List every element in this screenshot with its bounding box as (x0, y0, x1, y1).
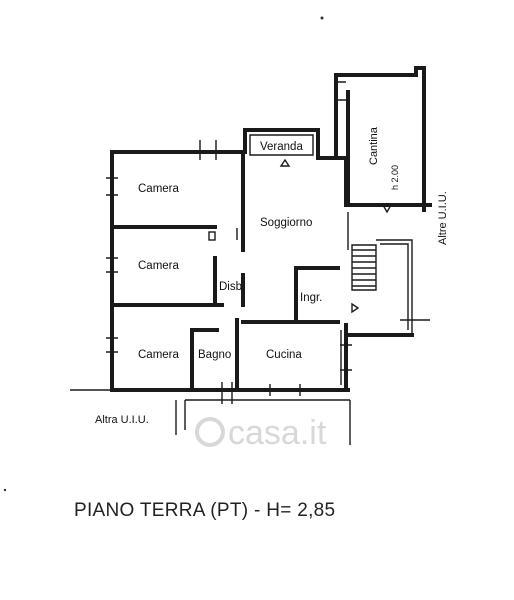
watermark-logo-icon (195, 417, 225, 447)
watermark-text: casa.it (228, 414, 327, 452)
scan-dot (320, 16, 324, 20)
room-label-soggiorno: Soggiorno (260, 217, 312, 229)
cantina-area (334, 66, 432, 337)
entrance-markers (279, 158, 392, 314)
room-label-cantina: Cantina (368, 126, 380, 165)
cantina-height-label: h 2.00 (390, 165, 400, 190)
neighbor-label-altre-uiu: Altre U.I.U. (437, 191, 449, 245)
neighbor-walls (70, 389, 351, 445)
room-label-camera-1: Camera (138, 183, 180, 195)
room-label-camera-2: Camera (138, 260, 180, 272)
room-label-veranda: Veranda (260, 141, 303, 153)
room-label-ingr: Ingr. (300, 292, 322, 304)
outer-walls (110, 128, 350, 392)
room-label-bagno: Bagno (198, 349, 231, 361)
entrance-arrow-icon (382, 204, 392, 214)
scan-dot (3, 488, 7, 492)
floor-plan-title: PIANO TERRA (PT) - H= 2,85 (74, 500, 336, 521)
room-label-camera-3: Camera (138, 349, 180, 361)
openings (106, 140, 352, 404)
room-label-cucina: Cucina (266, 349, 302, 361)
watermark: casa.it (195, 414, 327, 452)
entrance-arrow-icon (279, 158, 291, 167)
neighbor-label-altra-uiu: Altra U.I.U. (95, 414, 149, 426)
interior-walls (110, 150, 340, 392)
entrance-arrow-icon (351, 302, 360, 314)
room-label-disb: Disb. (219, 281, 245, 293)
